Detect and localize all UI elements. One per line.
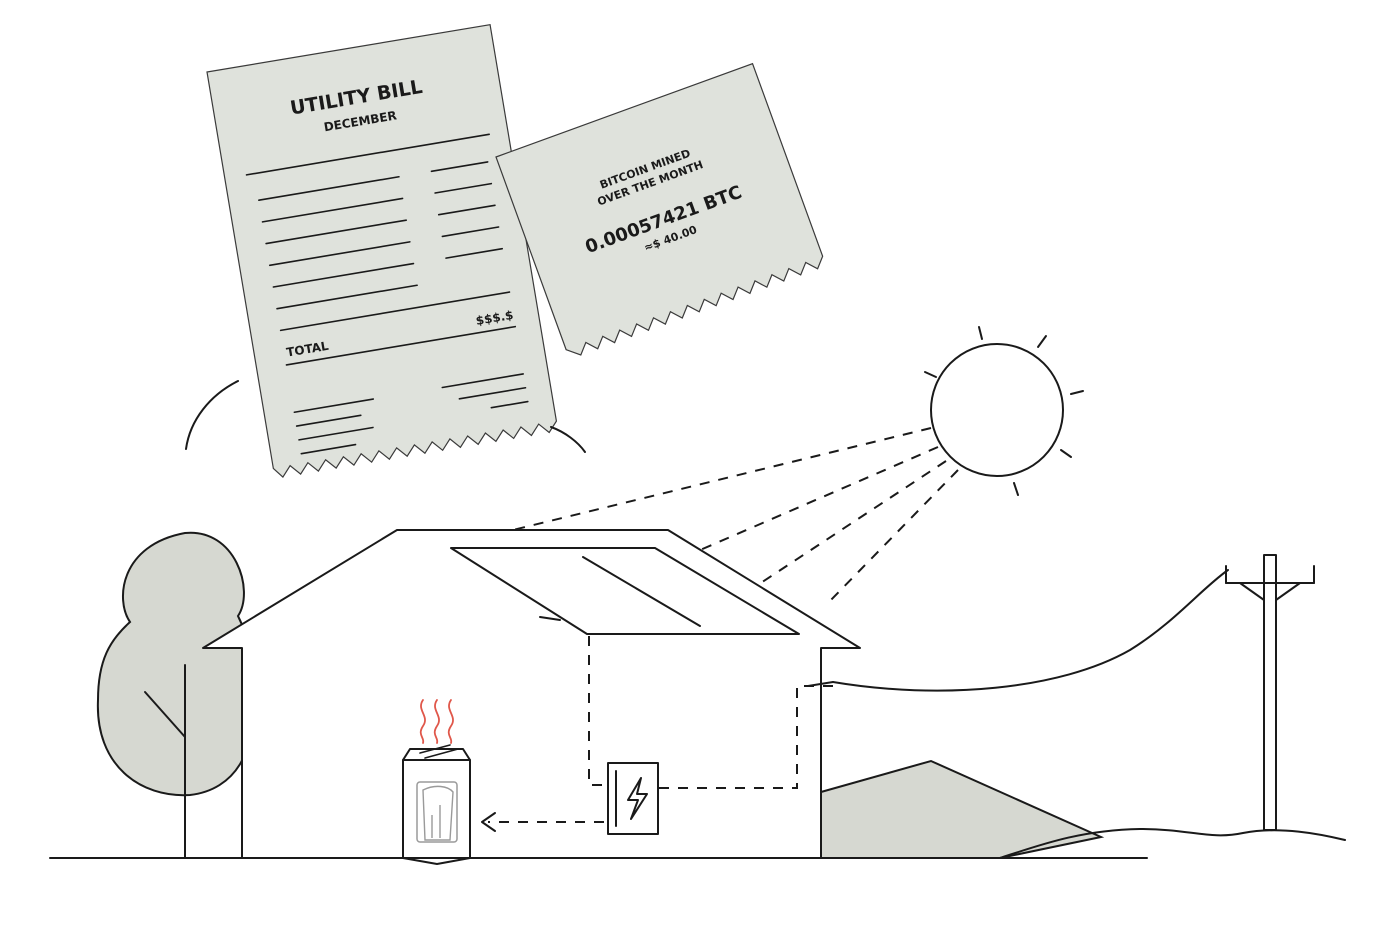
bitcoin-miner-heater-icon <box>402 744 471 865</box>
power-inverter-icon <box>607 762 659 835</box>
bitcoin-mined-receipt: BITCOIN MINED OVER THE MONTH 0.00057421 … <box>495 62 824 356</box>
right-float-arc <box>550 426 586 453</box>
solar-panel-icon <box>450 547 800 635</box>
tree-icon <box>96 531 253 859</box>
heat-waves-icon <box>419 699 454 744</box>
lightning-bolt-icon <box>627 777 648 820</box>
power-line <box>807 569 1229 692</box>
utility-pole-icon <box>1225 554 1315 831</box>
sun-icon <box>924 326 1084 496</box>
bill-line-items <box>245 133 529 455</box>
utility-bill-receipt: UTILITY BILL DECEMBER TOTAL $$$ <box>206 23 558 478</box>
bill-total-label: TOTAL <box>285 339 330 360</box>
bill-total-value: $$$.$ <box>475 308 515 328</box>
left-float-arc <box>185 380 239 450</box>
hills <box>820 759 1346 859</box>
wiring <box>481 636 833 832</box>
